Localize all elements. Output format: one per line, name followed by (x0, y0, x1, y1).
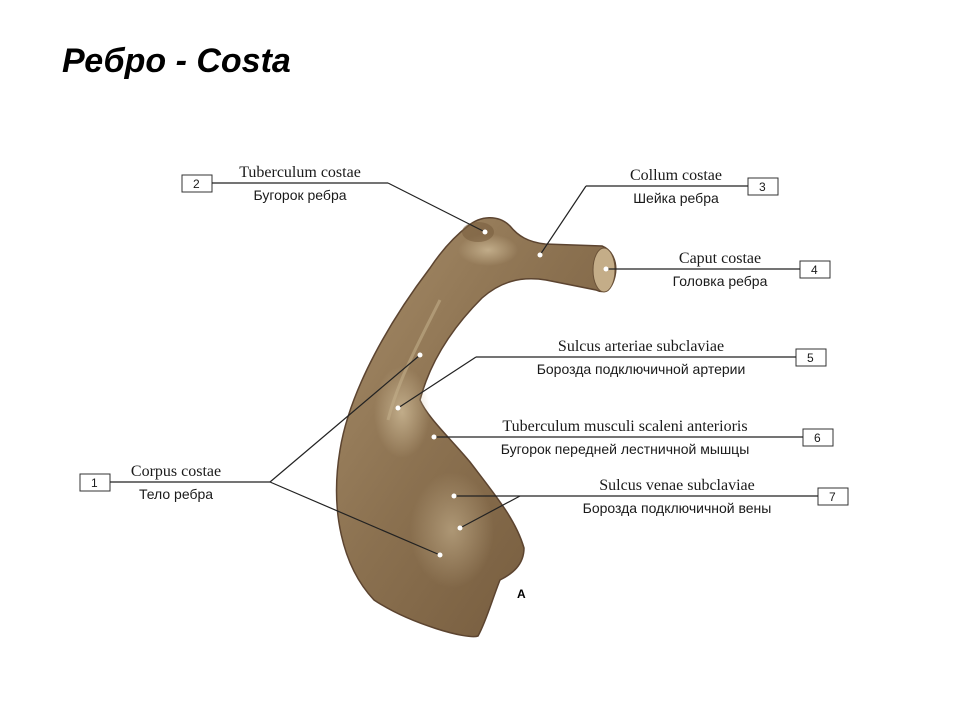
rib-bone (335, 217, 617, 638)
label-number: 3 (759, 180, 766, 194)
label-latin: Corpus costae (131, 463, 221, 480)
label-russian: Головка ребра (673, 273, 768, 289)
panel-letter: A (517, 587, 526, 601)
label-russian: Бугорок ребра (253, 187, 346, 203)
label-number: 2 (193, 177, 200, 191)
label-number: 6 (814, 431, 821, 445)
label-latin: Sulcus venae subclaviae (599, 477, 755, 494)
label-latin: Tuberculum musculi scaleni anterioris (502, 418, 747, 435)
label-russian: Шейка ребра (633, 190, 719, 206)
label-russian: Борозда подключичной вены (583, 500, 772, 516)
label-latin: Sulcus arteriae subclaviae (558, 338, 724, 355)
label-3: 3 Collum costae Шейка ребра (537, 167, 779, 258)
label-5: 5 Sulcus arteriae subclaviae Борозда под… (395, 338, 827, 411)
label-7: 7 Sulcus venae subclaviae Борозда подклю… (451, 477, 849, 531)
label-russian: Борозда подключичной артерии (537, 361, 746, 377)
label-russian: Бугорок передней лестничной мышцы (501, 441, 750, 457)
label-1: 1 Corpus costae Тело ребра (79, 352, 443, 558)
label-latin: Caput costae (679, 250, 761, 267)
label-6: 6 Tuberculum musculi scaleni anterioris … (431, 418, 834, 457)
label-russian: Тело ребра (139, 486, 213, 502)
label-latin: Collum costae (630, 167, 722, 184)
label-number: 1 (91, 476, 98, 490)
label-number: 7 (829, 490, 836, 504)
label-4: 4 Caput costae Головка ребра (603, 250, 831, 289)
label-latin: Tuberculum costae (239, 164, 361, 181)
label-2: 2 Tuberculum costae Бугорок ребра (181, 164, 488, 235)
label-number: 5 (807, 351, 814, 365)
slide-title: Ребро - Costa (62, 42, 291, 80)
label-number: 4 (811, 263, 818, 277)
